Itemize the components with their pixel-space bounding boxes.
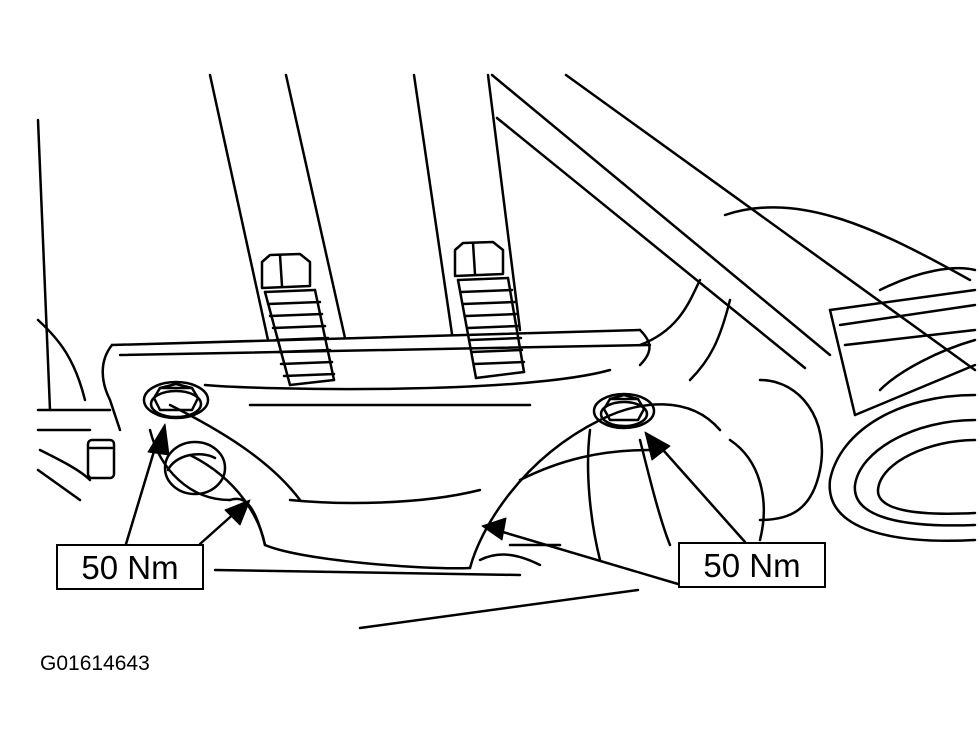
right-mount-bolt	[592, 392, 656, 430]
arrowhead-right-bracket	[481, 517, 507, 541]
torque-callout-left: 50 Nm	[56, 544, 204, 590]
mount-bracket	[101, 278, 732, 630]
bracket-boss	[163, 440, 227, 496]
round-housing	[728, 338, 977, 542]
torque-callout-right: 50 Nm	[678, 542, 826, 588]
left-bracket-detail	[36, 318, 116, 502]
right-threaded-stud	[453, 240, 526, 380]
arrowhead-right-bolt	[644, 431, 671, 461]
engine-housing-outline	[36, 73, 977, 417]
figure-id-label: G01614643	[40, 652, 150, 675]
arrowhead-left-bolt	[147, 423, 170, 456]
left-mount-bolt	[142, 380, 210, 420]
leader-lines	[124, 436, 747, 586]
arrowhead-left-bracket	[224, 499, 251, 526]
left-threaded-stud	[260, 252, 336, 387]
leader-arrowheads	[147, 423, 671, 541]
